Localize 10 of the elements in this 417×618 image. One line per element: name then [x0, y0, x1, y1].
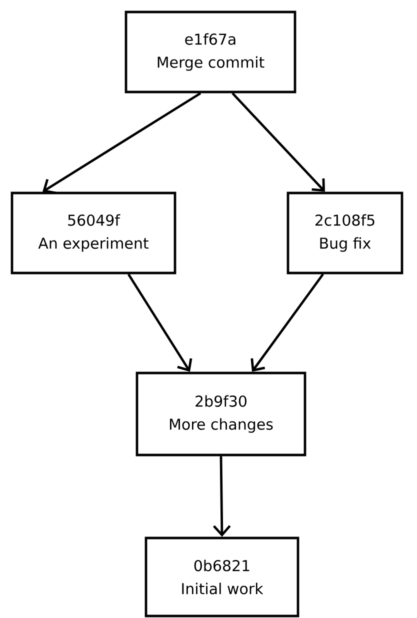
arrow [212, 456, 231, 537]
commit-box: e1f67a Merge commit [124, 10, 296, 94]
commit-box: 0b6821 Initial work [144, 536, 300, 618]
arrow [232, 92, 325, 192]
commit-box: 2c108f5 Bug fix [286, 192, 404, 274]
commit-box: 56049f An experiment [10, 192, 176, 274]
arrow [127, 274, 192, 372]
arrow [42, 92, 202, 194]
arrow [250, 274, 324, 372]
commit-box: 2b9f30 More changes [136, 372, 306, 456]
